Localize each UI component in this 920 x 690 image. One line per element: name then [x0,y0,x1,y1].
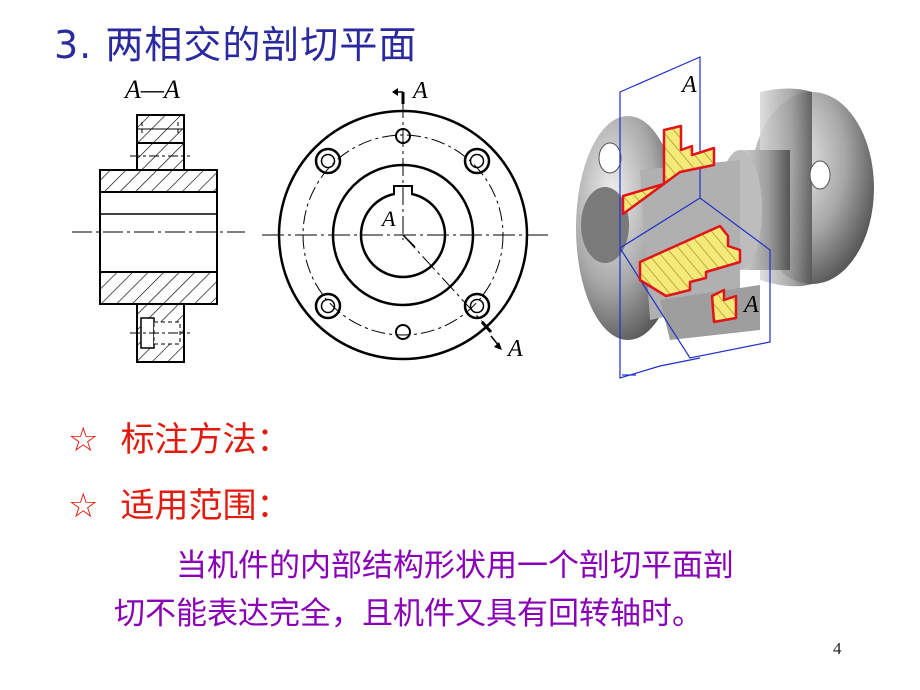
front-view: A A A [262,78,548,362]
bullet-applicable-scope: ☆ 适用范围： [68,478,290,527]
paragraph-line-2: 切不能表达完全，且机件又具有回转轴时。 [114,596,703,632]
cut-letter-bottom: A [506,336,523,362]
slide-title: 3. 两相交的剖切平面 [54,23,418,67]
center-letter: A [380,206,396,231]
drawings-canvas: A—A [72,56,874,379]
bullet-text: 适用范围： [120,486,291,526]
section-view: A—A [72,75,245,363]
paragraph-line-1: 当机件的内部结构形状用一个剖切平面剖 [176,548,734,584]
star-icon: ☆ [68,420,99,460]
plane-letter-bottom: A [742,292,759,318]
page-number: 4 [833,639,842,658]
section-label: A—A [123,75,180,104]
bullet-marking-method: ☆ 标注方法： [68,412,290,461]
plane-letter-top: A [680,72,697,98]
pictorial-view: A A [576,56,874,379]
cut-letter-top: A [411,78,428,104]
bullet-text: 标注方法： [120,420,291,460]
star-icon: ☆ [68,486,99,526]
